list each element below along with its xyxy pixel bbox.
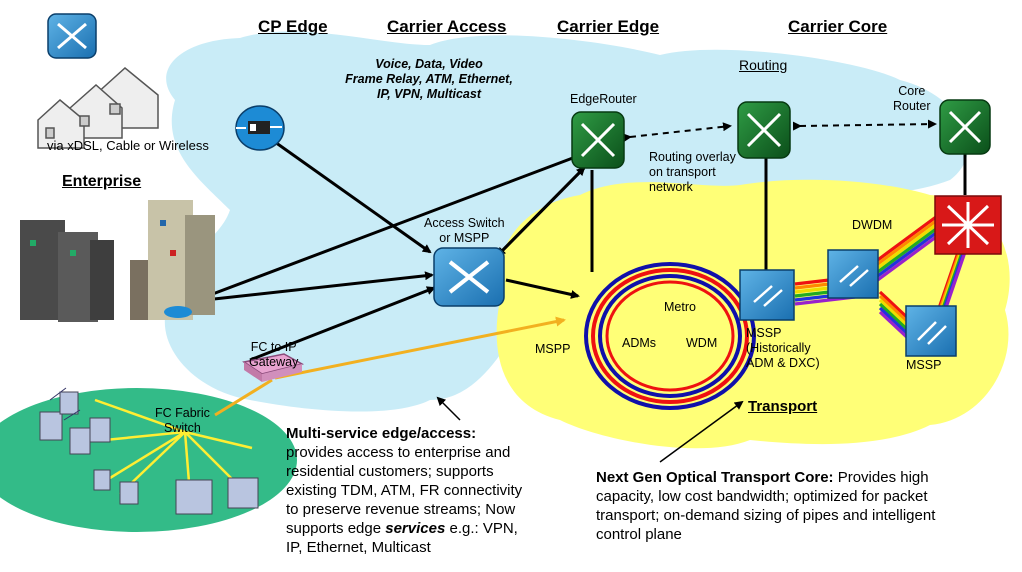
- office-buildings-icon: [20, 200, 215, 322]
- services-emphasis: services: [385, 520, 446, 537]
- dwdm-label: DWDM: [852, 218, 893, 232]
- multiservice-note: Multi-service edge/access: provides acce…: [286, 424, 596, 572]
- routing-overlay-line: Routing overlay: [649, 150, 736, 164]
- router-icon-core: [939, 99, 991, 155]
- multiservice-note-line: provides access to enterprise and: [286, 444, 511, 461]
- access-methods-label: via xDSL, Cable or Wireless: [47, 138, 209, 153]
- mssp-right-label: MSSP: [906, 358, 942, 372]
- multiservice-note-text: supports edge: [286, 520, 386, 537]
- multiservice-note-line: to preserve revenue streams; Now: [286, 501, 516, 518]
- access-switch-label: Access Switch or MSPP: [424, 216, 505, 246]
- adms-label: ADMs: [622, 336, 657, 350]
- fc-switch-links: [94, 398, 253, 496]
- routing-label: Routing: [739, 57, 788, 73]
- core-router-line: Router: [893, 99, 931, 113]
- san-cloud: [0, 388, 297, 532]
- atm-switch-icon: [433, 247, 505, 307]
- header-carrier-edge: Carrier Edge: [557, 17, 660, 36]
- multiservice-note-text: e.g.: VPN,: [445, 520, 518, 537]
- modem-icon: [235, 105, 285, 151]
- routing-overlay-line: on transport: [649, 165, 716, 179]
- fc-gateway-label: FC to IP Gateway: [249, 340, 298, 370]
- mspp-label: MSPP: [535, 342, 571, 356]
- enterprise-to-access-switch-link: [204, 271, 434, 302]
- mssp-mid-line: (Historically: [746, 341, 811, 355]
- nextgen-note-title: Next Gen Optical Transport Core:: [596, 469, 834, 486]
- mssp-mid-line: ADM & DXC): [746, 356, 820, 370]
- mssp-icon-right: [905, 305, 957, 357]
- metro-label: Metro: [664, 300, 696, 314]
- services-line: IP, VPN, Multicast: [377, 87, 481, 101]
- server-rack-icon: [39, 387, 259, 515]
- edge-router-to-access-switch-link: [496, 166, 586, 257]
- multiservice-note-line-services: supports edge services e.g.: VPN,: [286, 519, 596, 538]
- fc-switch-line: FC Fabric: [155, 406, 210, 420]
- metro-rings: [584, 262, 756, 410]
- fc-links: [214, 316, 566, 417]
- access-links: [204, 128, 967, 362]
- core-router-line: Core: [898, 84, 926, 98]
- multiservice-note-title: Multi-service edge/access:: [286, 425, 477, 442]
- core-router-label: Core Router: [893, 84, 931, 114]
- multiservice-note-line: IP, Ethernet, Multicast: [286, 539, 431, 556]
- access-switch-line: or MSPP: [439, 231, 490, 245]
- gateway-to-mspp-link: [274, 316, 566, 380]
- mssp-icon-mid: [739, 269, 795, 321]
- optical-cross-connect-icon: [934, 195, 1002, 255]
- routing-overlay-links: [622, 119, 937, 143]
- router-icon-routing: [737, 101, 791, 159]
- mssp-icon-dwdm: [827, 249, 879, 299]
- nextgen-note-text: Provides high: [833, 469, 929, 486]
- header-carrier-access: Carrier Access: [387, 17, 507, 36]
- enterprise-label: Enterprise: [62, 173, 142, 190]
- nextgen-note-first-line: Next Gen Optical Transport Core: Provide…: [596, 468, 1016, 487]
- gateway-to-access-switch-link: [249, 286, 436, 362]
- wdm-label: WDM: [686, 336, 718, 350]
- note-pointers: [436, 396, 744, 463]
- fc-gateway-icon: [242, 353, 305, 382]
- modem-to-access-switch-link: [257, 128, 432, 254]
- router-icon-edge: [571, 111, 625, 169]
- services-line: Frame Relay, ATM, Ethernet,: [345, 72, 513, 86]
- access-switch-to-metro-link: [505, 278, 580, 299]
- fc-switch-to-gateway-link: [214, 378, 273, 417]
- nextgen-note-line: transport; on-demand sizing of pipes and…: [596, 507, 936, 524]
- blue-router-icon: [47, 13, 97, 59]
- mssp-mid-line: MSSP: [746, 326, 782, 340]
- houses-icon: [37, 67, 159, 149]
- header-cp-edge: CP Edge: [258, 17, 328, 36]
- routing-overlay-label: Routing overlay on transport network: [649, 150, 736, 195]
- enterprise-to-edge-router-link: [209, 151, 588, 297]
- mssp-mid-label: MSSP (Historically ADM & DXC): [746, 326, 820, 371]
- routing-overlay-line: network: [649, 180, 693, 194]
- multiservice-note-line: existing TDM, ATM, FR connectivity: [286, 482, 523, 499]
- header-carrier-core: Carrier Core: [788, 17, 888, 36]
- fc-gateway-line: FC to IP: [250, 340, 297, 354]
- nextgen-note: Next Gen Optical Transport Core: Provide…: [596, 468, 1016, 544]
- fc-gateway-line: Gateway: [249, 355, 299, 369]
- services-label: Voice, Data, Video Frame Relay, ATM, Eth…: [318, 57, 540, 102]
- access-switch-line: Access Switch: [424, 216, 505, 230]
- multiservice-note-line: residential customers; supports: [286, 463, 494, 480]
- fc-switch-line: Switch: [164, 421, 201, 435]
- nextgen-note-line: control plane: [596, 526, 682, 543]
- nextgen-note-line: capacity, low cost bandwidth; optimized …: [596, 488, 928, 505]
- transport-label: Transport: [748, 398, 818, 415]
- services-line: Voice, Data, Video: [375, 57, 483, 71]
- fc-switch-label: FC Fabric Switch: [155, 406, 210, 436]
- edge-router-label: EdgeRouter: [570, 92, 637, 106]
